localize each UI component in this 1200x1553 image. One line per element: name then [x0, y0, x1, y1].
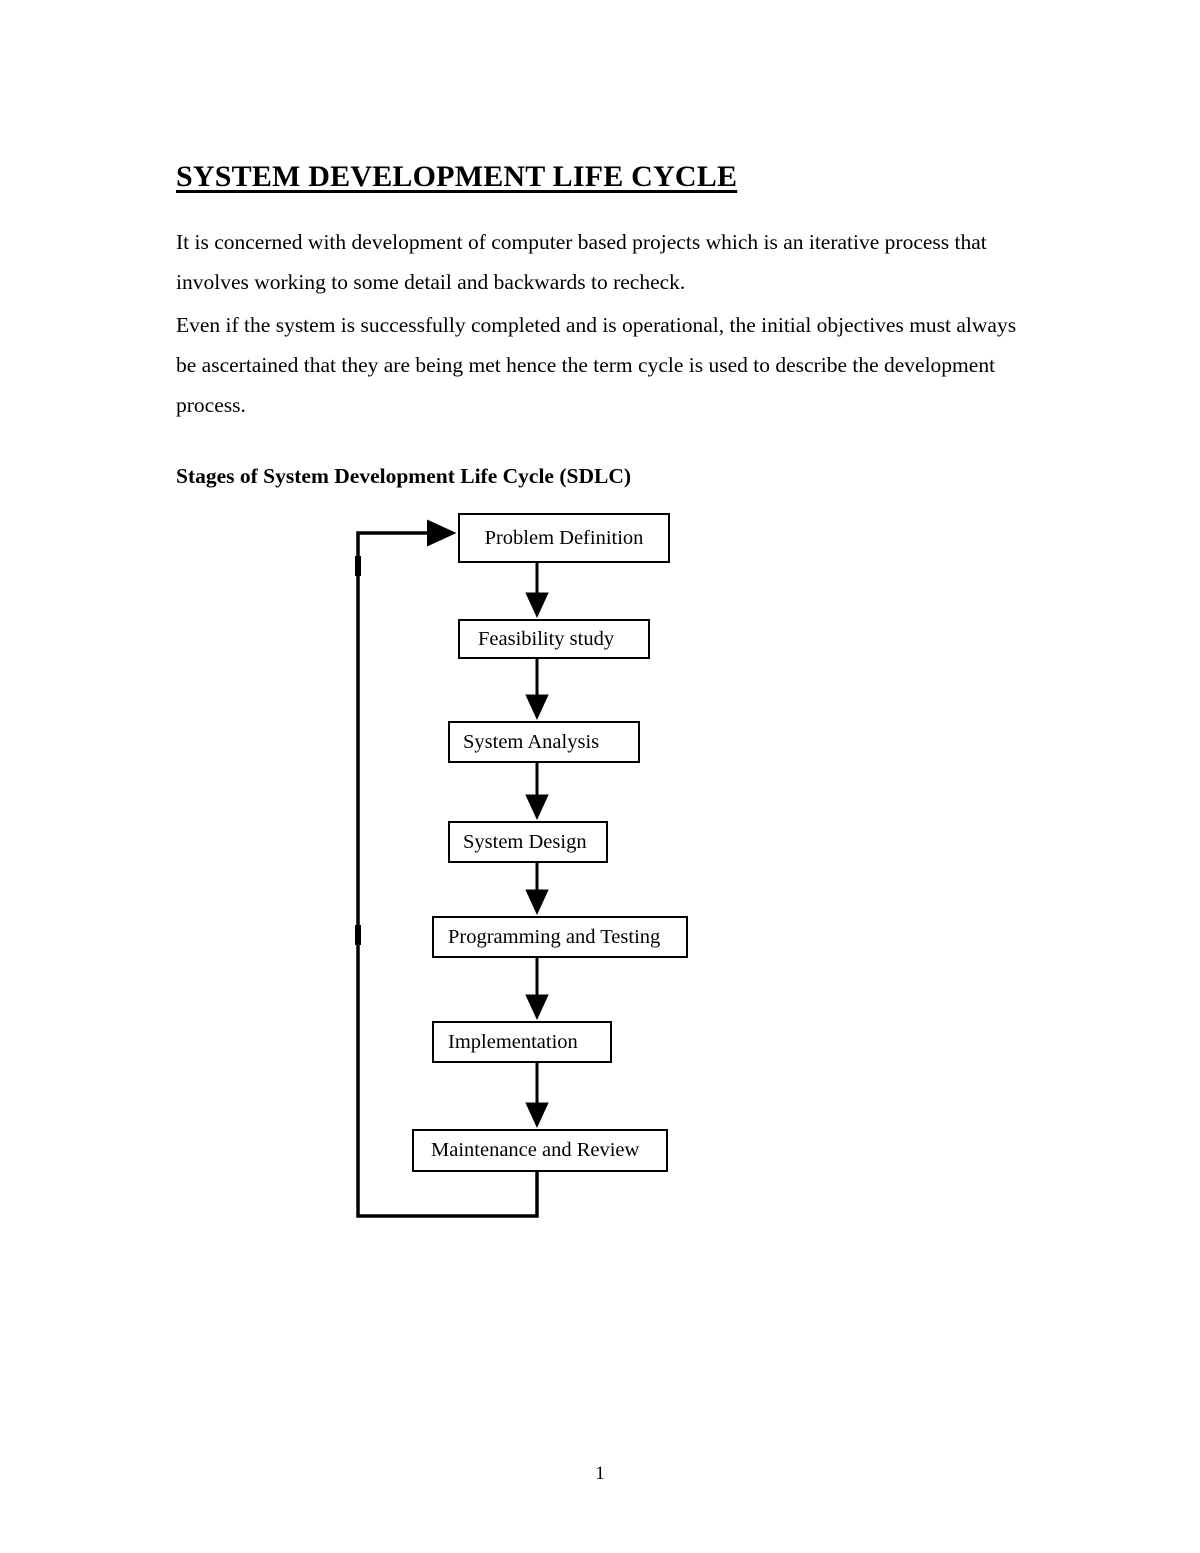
section-heading-stages: Stages of System Development Life Cycle …: [176, 463, 632, 488]
flowchart-node-implementation[interactable]: Implementation: [432, 1021, 612, 1063]
flowchart-node-label: Programming and Testing: [448, 925, 661, 948]
flowchart-node-label: Feasibility study: [478, 627, 615, 650]
flowchart-node-feasibility-study[interactable]: Feasibility study: [458, 619, 650, 659]
flowchart-node-programming-and-testing[interactable]: Programming and Testing: [432, 916, 688, 958]
flowchart-node-label: Implementation: [448, 1030, 578, 1053]
flowchart-node-system-design[interactable]: System Design: [448, 821, 608, 863]
flowchart-node-label: Problem Definition: [484, 526, 644, 549]
intro-paragraph-1: It is concerned with development of comp…: [176, 229, 987, 294]
flowchart-node-problem-definition[interactable]: Problem Definition: [458, 513, 670, 563]
flowchart-node-label: System Design: [463, 830, 587, 853]
intro-paragraph-2: Even if the system is successfully compl…: [176, 312, 1017, 417]
flowchart-node-maintenance-and-review[interactable]: Maintenance and Review: [412, 1129, 668, 1172]
flowchart-node-system-analysis[interactable]: System Analysis: [448, 721, 640, 763]
page-number: 1: [595, 1463, 605, 1484]
flowchart-node-label: Maintenance and Review: [431, 1139, 640, 1162]
flowchart-node-label: System Analysis: [463, 730, 600, 753]
page-title: SYSTEM DEVELOPMENT LIFE CYCLE: [176, 160, 738, 194]
